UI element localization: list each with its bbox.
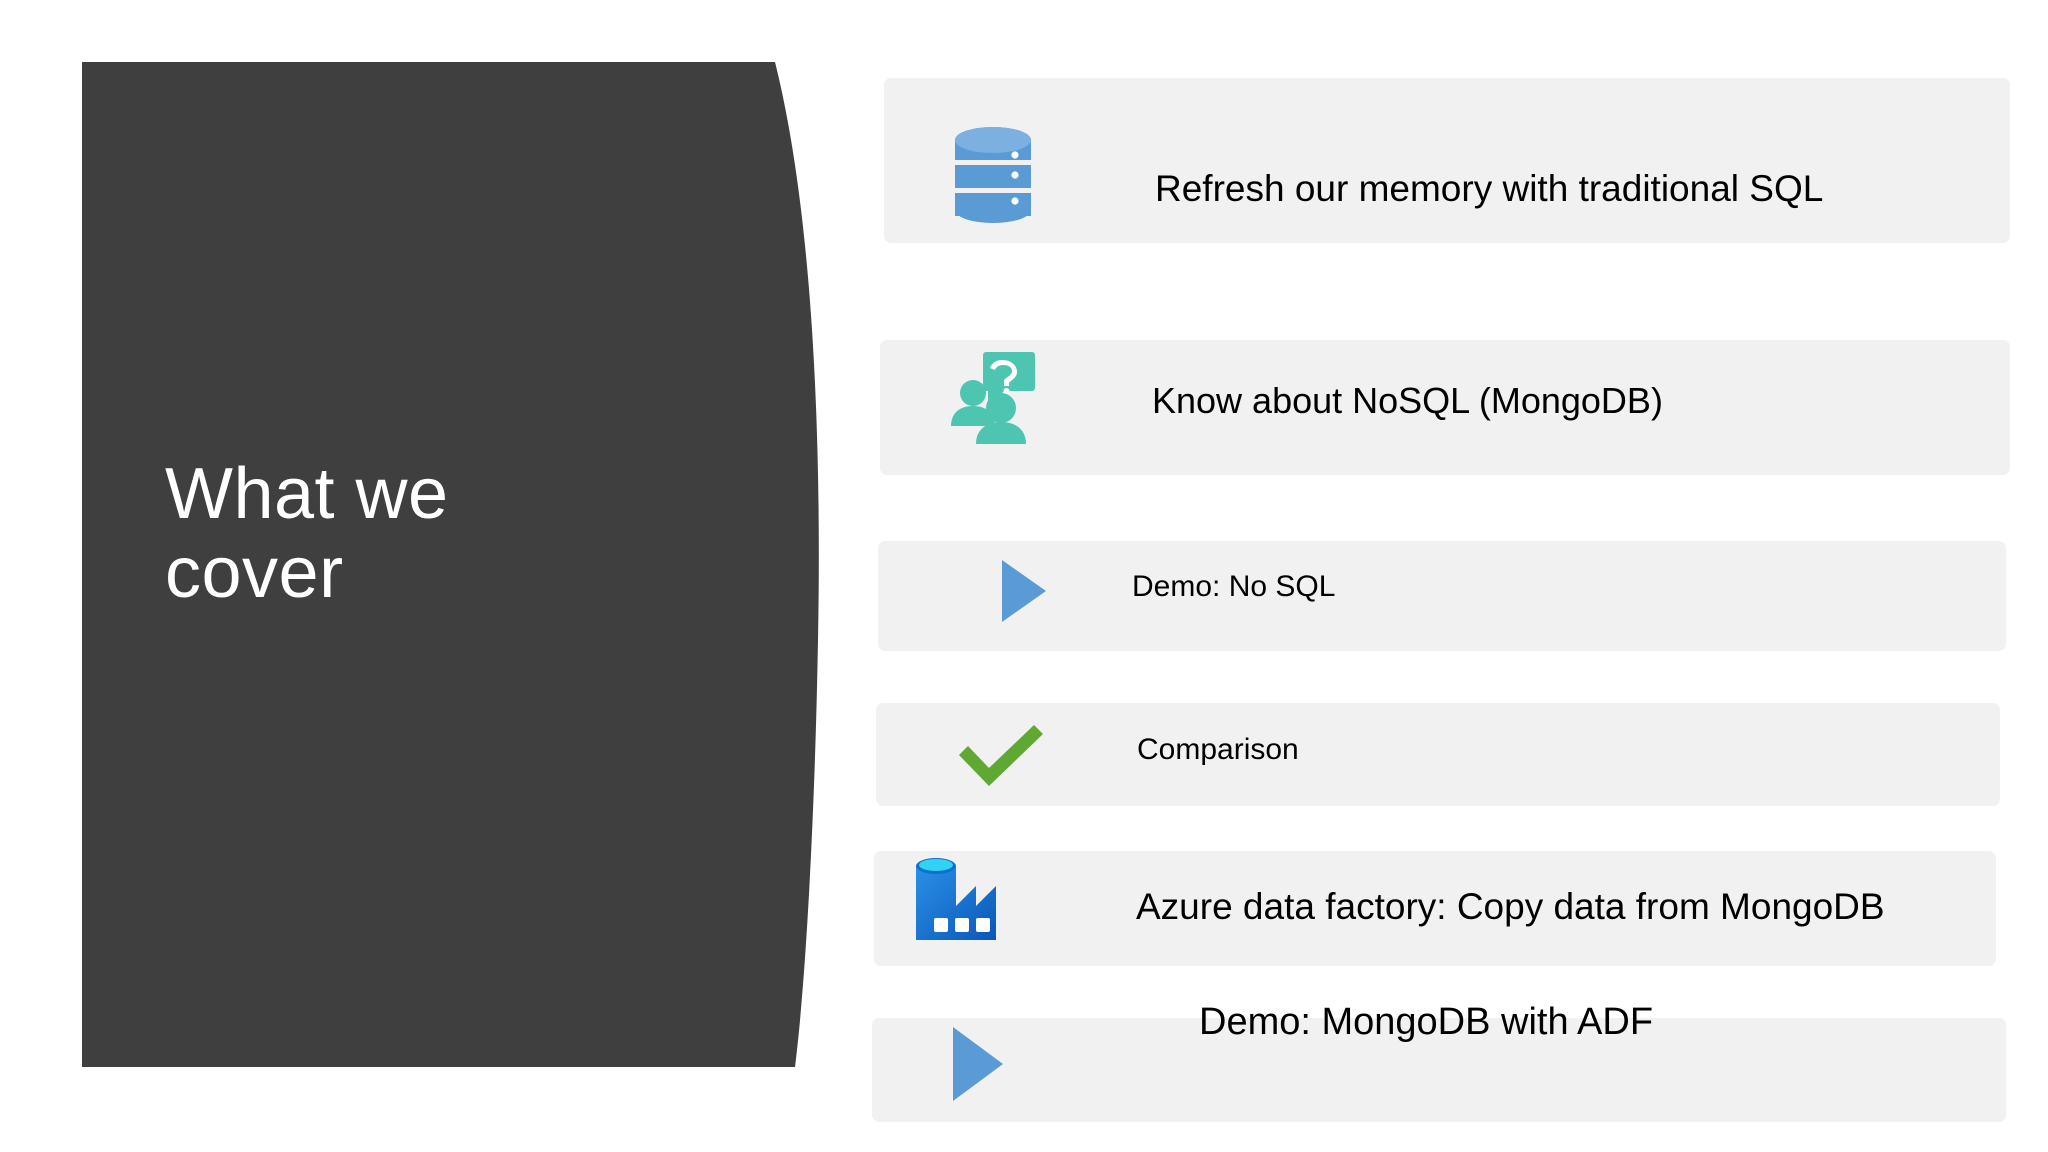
list-item-label: Refresh our memory with traditional SQL — [1155, 168, 1824, 209]
check-mark-icon — [955, 722, 1047, 788]
list-item[interactable] — [884, 78, 2010, 243]
azure-data-factory-icon — [910, 850, 1002, 946]
list-item-label: Demo: No SQL — [1132, 570, 1336, 603]
list-item-label: Comparison — [1137, 733, 1299, 766]
list-item[interactable] — [878, 541, 2006, 651]
list-item-label: Know about NoSQL (MongoDB) — [1152, 380, 1663, 421]
list-item[interactable] — [874, 851, 1996, 966]
play-triangle-icon — [1000, 558, 1048, 624]
list-item[interactable] — [876, 703, 2000, 806]
list-item[interactable] — [880, 340, 2010, 475]
list-item[interactable] — [872, 1018, 2006, 1122]
people-question-icon — [950, 350, 1038, 446]
list-item-label: Demo: MongoDB with ADF — [1199, 1001, 1654, 1043]
database-icon — [955, 127, 1031, 223]
play-triangle-icon — [950, 1024, 1006, 1104]
list-item-label: Azure data factory: Copy data from Mongo… — [1136, 886, 1885, 927]
